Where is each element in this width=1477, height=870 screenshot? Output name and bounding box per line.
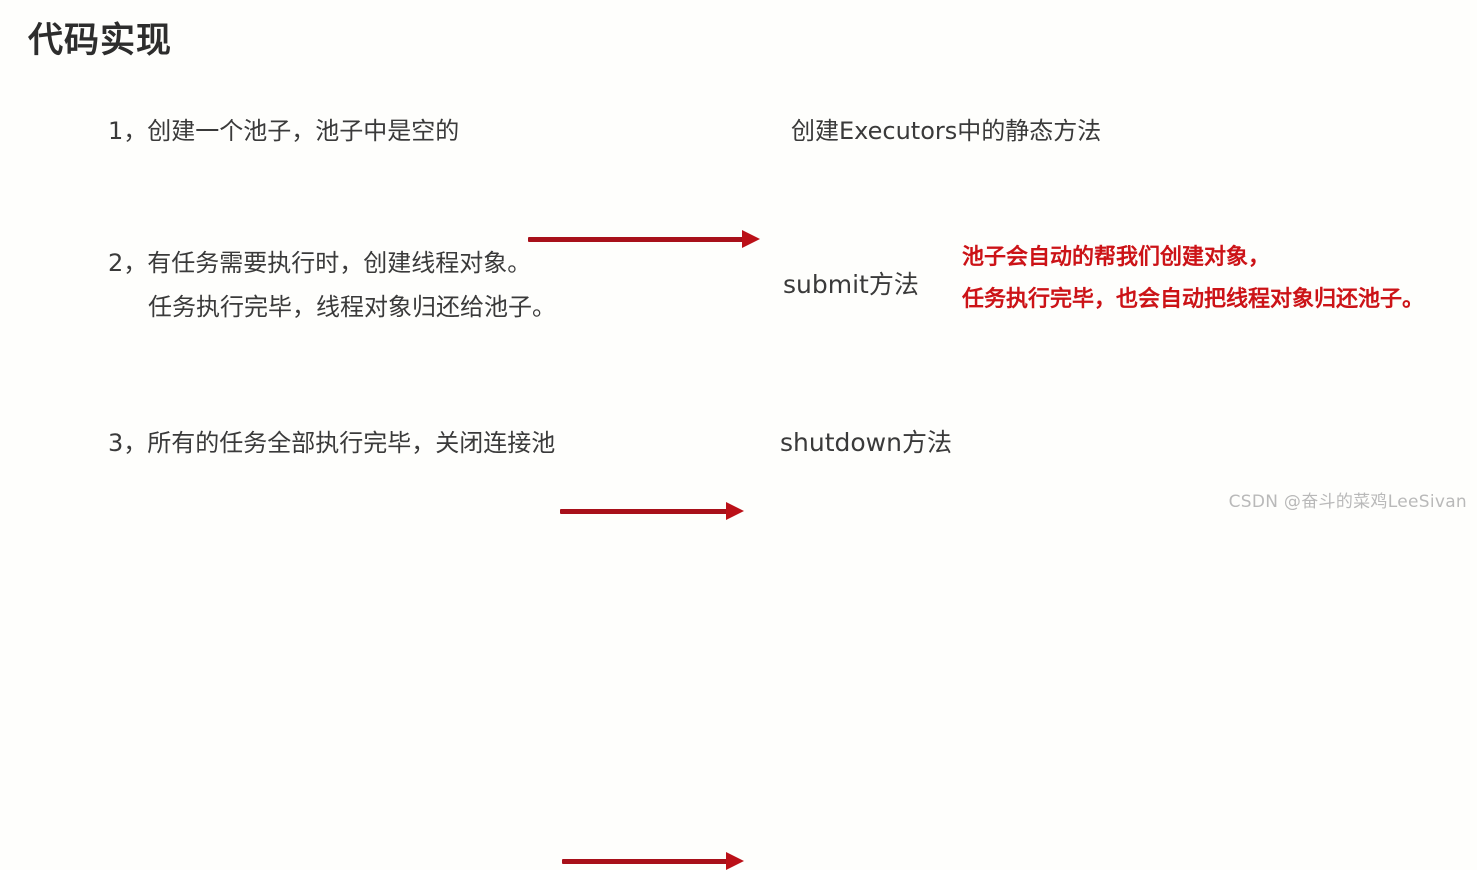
step-row-2: 2，有任务需要执行时，创建线程对象。 任务执行完毕，线程对象归还给池子。 sub… (0, 240, 1477, 520)
arrow-right-icon-1 (528, 230, 762, 248)
arrow-shaft (528, 237, 746, 242)
red-note-line-2: 任务执行完毕，也会自动把线程对象归还池子。 (962, 287, 1425, 312)
page-title: 代码实现 (28, 21, 173, 61)
arrow-head (726, 852, 744, 870)
step-3-description: 3，所有的任务全部执行完毕，关闭连接池 (108, 429, 556, 457)
csdn-watermark: CSDN @奋斗的菜鸡LeeSivan (1228, 492, 1467, 512)
arrow-right-icon-2 (560, 502, 746, 520)
step-2-description-second-line: 任务执行完毕，线程对象归还给池子。 (148, 293, 556, 321)
step-row-1: 1，创建一个池子，池子中是空的 创建Executors中的静态方法 (0, 108, 1477, 248)
arrow-right-icon-3 (562, 852, 746, 870)
step-2-method: submit方法 (783, 270, 919, 299)
arrow-shaft (560, 509, 730, 514)
arrow-head (726, 502, 744, 520)
arrow-shaft (562, 859, 730, 864)
step-2-description: 2，有任务需要执行时，创建线程对象。 (108, 249, 532, 277)
step-3-method: shutdown方法 (780, 428, 952, 457)
step-2-red-note: 池子会自动的帮我们创建对象， 任务执行完毕，也会自动把线程对象归还池子。 (962, 240, 1424, 318)
slide-canvas: 代码实现 1，创建一个池子，池子中是空的 创建Executors中的静态方法 2… (0, 21, 1477, 870)
arrow-head (742, 230, 760, 248)
red-note-line-1: 池子会自动的帮我们创建对象， (962, 245, 1271, 270)
step-row-3: 3，所有的任务全部执行完毕，关闭连接池 shutdown方法 (0, 420, 1477, 870)
step-1-method: 创建Executors中的静态方法 (791, 117, 1102, 145)
step-1-description: 1，创建一个池子，池子中是空的 (108, 117, 460, 145)
